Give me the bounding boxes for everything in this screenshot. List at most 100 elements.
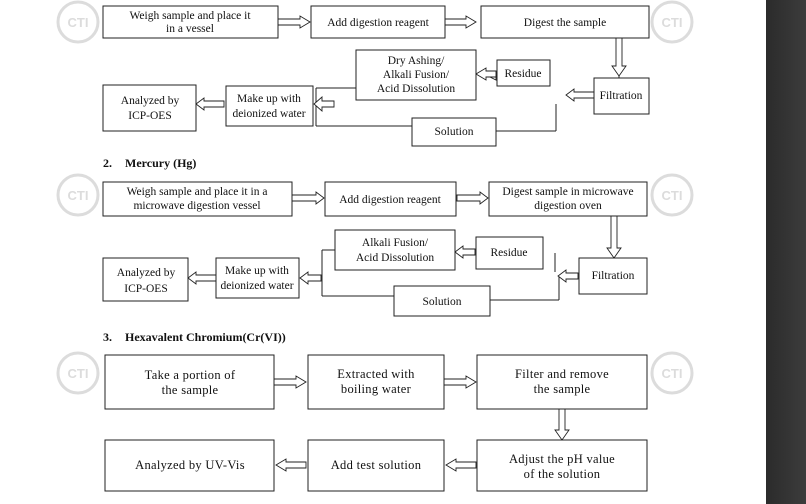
svg-text:Analyzed by UV-Vis: Analyzed by UV-Vis (135, 458, 245, 472)
svg-text:Alkali Fusion/: Alkali Fusion/ (362, 237, 429, 249)
flow-arrow-right-icon (456, 191, 489, 205)
flow-arrow-left-icon (187, 271, 217, 285)
flow-arrow-down-icon (611, 37, 627, 77)
svg-text:ICP-OES: ICP-OES (124, 283, 167, 295)
svg-text:Alkali Fusion/: Alkali Fusion/ (383, 69, 450, 81)
svg-text:Weigh sample and place it in a: Weigh sample and place it in a (127, 186, 268, 198)
svg-text:Solution: Solution (435, 126, 474, 138)
step-filtration: Filtration (593, 77, 650, 115)
step-make-up: Make up with deionized water (215, 257, 300, 299)
svg-text:CTI: CTI (68, 15, 89, 30)
svg-text:Acid Dissolution: Acid Dissolution (356, 252, 435, 264)
step-residue: Residue (475, 236, 544, 270)
svg-text:Add digestion reagent: Add digestion reagent (339, 194, 441, 206)
svg-text:Make up with: Make up with (237, 93, 301, 105)
svg-text:in a vessel: in a vessel (166, 23, 214, 35)
flow-arrow-left-icon (275, 458, 307, 472)
step-analyzed-icp: Analyzed by ICP-OES (102, 84, 197, 132)
flow-arrow-left-icon (445, 458, 477, 472)
svg-text:CTI: CTI (662, 15, 683, 30)
svg-text:Weigh sample and place it: Weigh sample and place it (129, 10, 251, 22)
svg-text:Add test solution: Add test solution (331, 458, 422, 472)
flow-arrow-left-icon (475, 67, 497, 81)
watermark-logo: CTI (650, 0, 694, 44)
step-digest-microwave: Digest sample in microwave digestion oven (488, 181, 648, 217)
svg-text:digestion oven: digestion oven (534, 200, 602, 212)
step-add-digestion-reagent: Add digestion reagent (324, 181, 457, 217)
svg-text:Acid Dissolution: Acid Dissolution (377, 83, 456, 95)
svg-text:CTI: CTI (68, 188, 89, 203)
step-alkali-fusion: Alkali Fusion/Acid Dissolution (334, 229, 456, 271)
step-weigh-sample-microwave: Weigh sample and place it in a microwave … (102, 181, 293, 217)
flow-arrow-left-icon (565, 88, 595, 102)
svg-text:Dry Ashing/: Dry Ashing/ (388, 55, 445, 67)
svg-text:Filtration: Filtration (592, 270, 635, 282)
watermark-logo: CTI (650, 173, 694, 217)
svg-text:CTI: CTI (662, 188, 683, 203)
flow-arrow-left-icon (299, 271, 322, 285)
svg-text:ICP-OES: ICP-OES (128, 110, 171, 122)
section-title: Mercury (Hg) (125, 156, 196, 170)
flow-arrow-left-icon (195, 97, 225, 111)
svg-text:Filter and remove: Filter and remove (515, 367, 609, 381)
step-add-test-solution: Add test solution (307, 439, 445, 492)
svg-text:Analyzed by: Analyzed by (121, 95, 180, 107)
flow-arrow-down-icon (554, 408, 570, 441)
watermark-logo: CTI (56, 351, 100, 395)
step-filtration: Filtration (578, 257, 648, 295)
flow-arrow-right-icon (277, 15, 311, 29)
svg-text:Analyzed by: Analyzed by (117, 267, 176, 279)
svg-text:Solution: Solution (423, 296, 462, 308)
svg-text:the sample: the sample (534, 382, 591, 396)
step-analyzed-uv-vis: Analyzed by UV-Vis (104, 439, 275, 492)
svg-text:boiling water: boiling water (341, 382, 412, 396)
section-number: 3. (103, 330, 112, 344)
step-solution: Solution (411, 117, 497, 147)
svg-text:Filtration: Filtration (600, 90, 643, 102)
section-number: 2. (103, 156, 112, 170)
svg-text:of the solution: of the solution (524, 467, 601, 481)
svg-text:Add digestion reagent: Add digestion reagent (327, 17, 429, 29)
watermark-logo: CTI (56, 0, 100, 44)
flow-arrow-right-icon (291, 191, 325, 205)
svg-text:Adjust the pH value: Adjust the pH value (509, 452, 615, 466)
svg-text:deionized water: deionized water (232, 108, 305, 120)
svg-text:microwave digestion vessel: microwave digestion vessel (133, 200, 260, 212)
svg-text:Residue: Residue (504, 68, 541, 80)
step-solution: Solution (393, 285, 491, 317)
flow-arrow-right-icon (273, 375, 307, 389)
flow-arrow-left-icon (557, 269, 579, 283)
svg-text:Extracted with: Extracted with (337, 367, 415, 381)
step-digest-sample: Digest the sample (480, 5, 650, 39)
svg-text:Digest sample in microwave: Digest sample in microwave (502, 186, 633, 198)
svg-text:deionized water: deionized water (220, 280, 293, 292)
flow-arrow-left-icon (313, 96, 335, 112)
flowchart-diagram: CTI CTI CTI CTI CTI CTI Weigh sample and… (56, 0, 694, 492)
step-add-digestion-reagent: Add digestion reagent (310, 5, 446, 39)
step-residue: Residue (496, 59, 551, 87)
flow-arrow-down-icon (606, 215, 622, 259)
step-make-up: Make up with deionized water (225, 85, 314, 127)
watermark-logos: CTI CTI CTI CTI CTI CTI (56, 0, 694, 395)
svg-text:Take a portion of: Take a portion of (145, 368, 236, 382)
flow-arrow-right-icon (444, 15, 477, 29)
viewer-background (766, 0, 806, 504)
document-page: CTI CTI CTI CTI CTI CTI Weigh sample and… (0, 0, 766, 504)
section-title: Hexavalent Chromium(Cr(VI)) (125, 330, 286, 344)
svg-text:CTI: CTI (68, 366, 89, 381)
watermark-logo: CTI (56, 173, 100, 217)
svg-text:Residue: Residue (490, 247, 527, 259)
svg-text:Digest the sample: Digest the sample (524, 17, 606, 29)
watermark-logo: CTI (650, 351, 694, 395)
step-dry-ashing: Dry Ashing/Alkali Fusion/Acid Dissolutio… (355, 49, 477, 101)
flow-arrow-left-icon (454, 245, 476, 259)
svg-text:Make up with: Make up with (225, 265, 289, 277)
svg-text:CTI: CTI (662, 366, 683, 381)
step-analyzed-icp: Analyzed by ICP-OES (102, 257, 189, 302)
flow-arrow-right-icon (443, 375, 477, 389)
